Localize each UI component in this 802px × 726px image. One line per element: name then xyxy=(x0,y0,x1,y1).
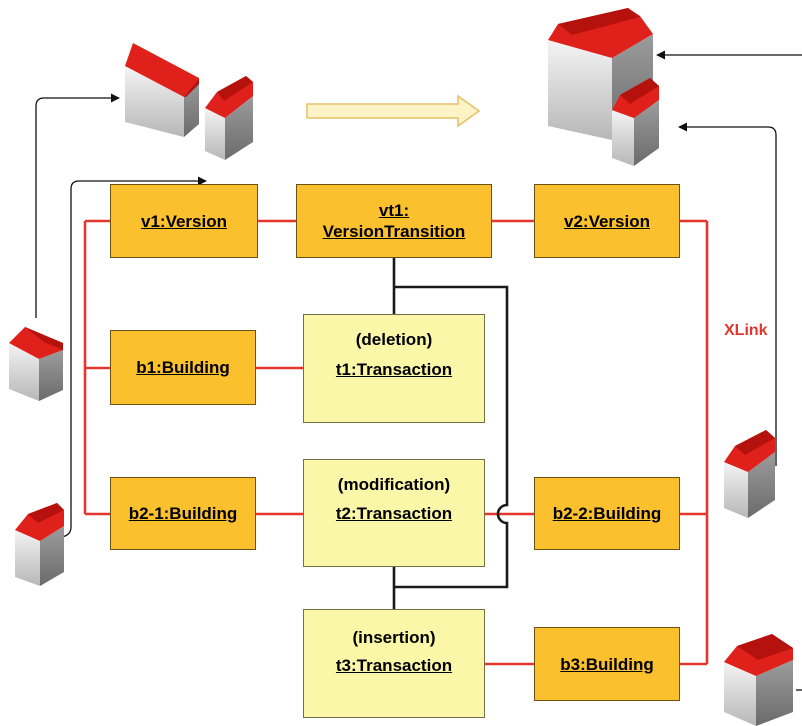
b2-2-building-icon xyxy=(724,430,775,518)
v2-building-group-icon xyxy=(548,8,659,166)
b1-building-icon xyxy=(9,327,63,401)
association-lines xyxy=(83,219,709,666)
t1-kind-label: (deletion) xyxy=(355,330,433,349)
transition-lines xyxy=(392,258,509,609)
t1-transaction-label: t1:Transaction xyxy=(335,360,453,379)
b1-building-node: b1:Building xyxy=(110,330,256,405)
v1-version-label: v1:Version xyxy=(141,211,227,231)
link-arrows xyxy=(35,50,802,691)
b2-2-building-node: b2-2:Building xyxy=(534,477,680,550)
v2-version-label: v2:Version xyxy=(564,211,650,231)
t1-transaction-node: (deletion) t1:Transaction xyxy=(303,314,485,423)
b2-1-building-label: b2-1:Building xyxy=(128,504,238,523)
t3-kind-label: (insertion) xyxy=(352,628,436,647)
v1-large-building-icon xyxy=(125,43,199,137)
v2-version-node: v2:Version xyxy=(534,184,680,258)
t2-transaction-label: t2:Transaction xyxy=(335,504,453,523)
t3-transaction-node: (insertion) t3:Transaction xyxy=(303,609,485,718)
link-arrow-b2-2-building xyxy=(678,122,777,466)
b3-building-node: b3:Building xyxy=(534,627,680,701)
b2-2-building-label: b2-2:Building xyxy=(552,504,662,523)
b3-building-label: b3:Building xyxy=(560,654,654,674)
t3-transaction-label: t3:Transaction xyxy=(335,656,453,675)
vt1-label-line2: VersionTransition xyxy=(322,222,466,241)
vt1-to-t2-t3-bus-line xyxy=(394,285,509,589)
vt1-label-line1: vt1: xyxy=(378,201,410,220)
v1-small-building-icon xyxy=(205,76,253,160)
b1-building-label: b1:Building xyxy=(136,358,230,377)
t2-transaction-node: (modification) t2:Transaction xyxy=(303,459,485,567)
t2-kind-label: (modification) xyxy=(337,475,451,494)
b2-1-building-icon xyxy=(15,503,64,586)
version-change-block-arrow-icon xyxy=(306,94,481,128)
b2-1-building-node: b2-1:Building xyxy=(110,477,256,550)
link-arrow-b2-1-building xyxy=(61,176,207,538)
vt1-version-transition-node: vt1: VersionTransition xyxy=(296,184,492,258)
b3-building-icon xyxy=(724,634,793,726)
link-arrow-b1-building xyxy=(35,93,120,318)
xlink-label: XLink xyxy=(724,322,768,339)
v1-version-node: v1:Version xyxy=(110,184,258,258)
